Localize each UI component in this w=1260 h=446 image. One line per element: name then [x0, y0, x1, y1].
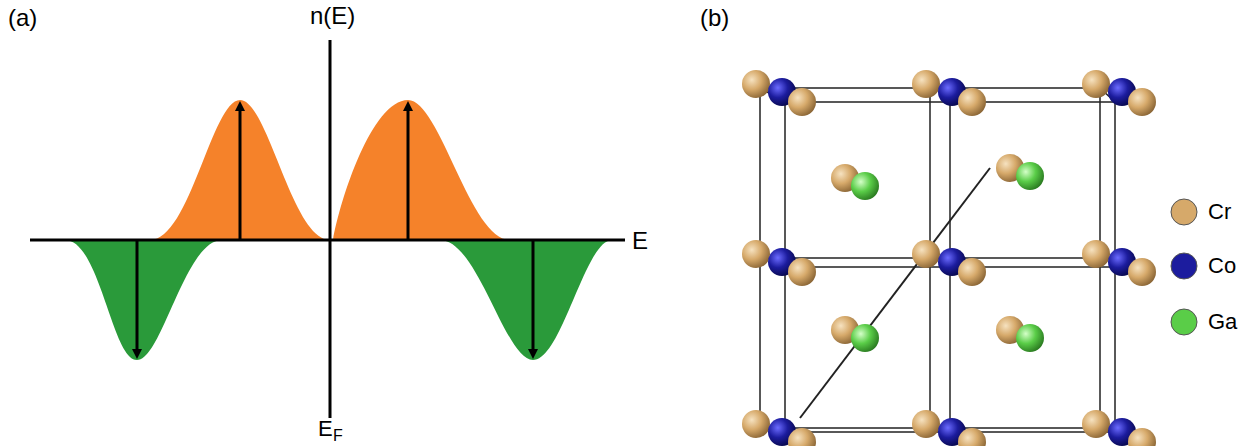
spin-up-band: [333, 100, 510, 240]
atom: [1082, 70, 1110, 98]
atom: [912, 410, 940, 438]
axis-label: n(E): [310, 4, 355, 28]
atom: [742, 410, 770, 438]
axis-label: E: [632, 229, 648, 253]
spin-down-arrow: [532, 240, 535, 354]
axis-label: (b): [700, 6, 729, 30]
atom: [788, 88, 816, 116]
axis-label: (a): [8, 6, 37, 30]
atom: [1128, 428, 1156, 446]
spin-down-band: [440, 240, 612, 360]
legend-swatch: [1171, 199, 1197, 225]
legend-label: Ga: [1208, 311, 1237, 333]
legend-label: Cr: [1208, 201, 1231, 223]
spin-up-arrow: [407, 106, 410, 240]
atom: [958, 88, 986, 116]
atom: [958, 258, 986, 286]
atom: [1128, 88, 1156, 116]
atom: [851, 172, 879, 200]
legend-label: Co: [1208, 255, 1236, 277]
atom: [1128, 258, 1156, 286]
atom: [788, 428, 816, 446]
atom: [1016, 162, 1044, 190]
unit-cell: [760, 88, 1115, 432]
atom: [1082, 240, 1110, 268]
atom: [1082, 410, 1110, 438]
atom: [788, 258, 816, 286]
legend-swatch: [1171, 253, 1197, 279]
atom: [912, 240, 940, 268]
atom: [1016, 324, 1044, 352]
axis-label: E: [318, 418, 333, 440]
energy-axis: [30, 239, 625, 242]
dos-axis: [329, 40, 332, 418]
spin-down-arrow: [136, 240, 139, 354]
spin-up-band: [150, 100, 330, 240]
axis-label: F: [333, 428, 343, 444]
atom: [742, 70, 770, 98]
spin-up-arrow: [239, 106, 242, 240]
atom: [958, 428, 986, 446]
spin-down-band: [65, 240, 222, 360]
atom: [851, 324, 879, 352]
atom: [912, 70, 940, 98]
legend-swatch: [1171, 309, 1197, 335]
atoms: [742, 70, 1156, 446]
atom: [742, 240, 770, 268]
